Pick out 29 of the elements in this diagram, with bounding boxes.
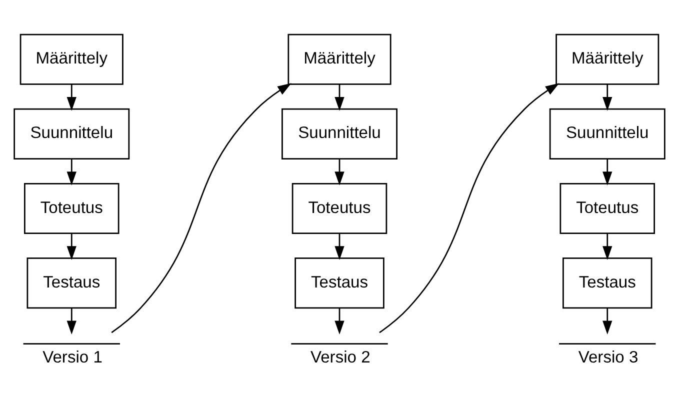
node-box: Toteutus: [24, 182, 120, 234]
node-box: Suunnittelu: [14, 108, 130, 159]
node-box: Testaus: [26, 257, 116, 308]
arrow: [602, 158, 612, 185]
arrow: [602, 232, 612, 260]
arrow: [111, 82, 292, 333]
node-box: Testaus: [294, 257, 384, 308]
arrow: [602, 307, 612, 334]
arrow: [334, 158, 344, 185]
arrow: [334, 232, 344, 260]
node-box: Toteutus: [292, 182, 388, 234]
arrow: [66, 307, 76, 334]
node-box: Määrittely: [288, 33, 392, 84]
node-box: Määrittely: [20, 33, 124, 84]
arrow: [379, 82, 560, 333]
node-text: Versio 1: [42, 347, 102, 366]
node-box: Suunnittelu: [549, 108, 666, 159]
node-box: Toteutus: [560, 182, 655, 234]
arrow: [602, 84, 612, 110]
node-text: Versio 2: [310, 347, 370, 366]
node-box: Määrittely: [556, 33, 660, 84]
node-box: Testaus: [562, 257, 652, 308]
arrow: [66, 84, 76, 110]
arrow: [66, 158, 76, 185]
arrow: [334, 84, 344, 110]
arrow: [66, 232, 76, 260]
node-box: Suunnittelu: [282, 108, 398, 159]
arrow: [334, 307, 344, 334]
node-text: Versio 3: [578, 347, 638, 366]
